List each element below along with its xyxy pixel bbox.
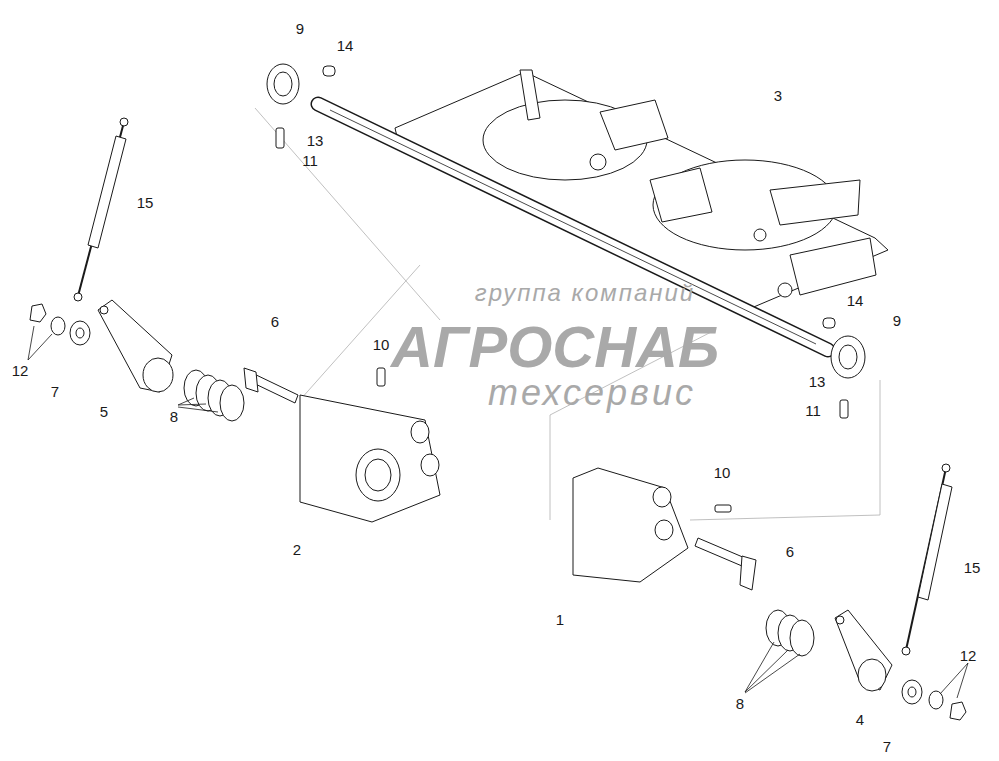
callout-number: 2 [293, 542, 301, 557]
callout-number: 6 [786, 544, 794, 559]
leader-lines [28, 326, 968, 698]
callout-number: 13 [809, 374, 826, 389]
callout-number: 12 [960, 648, 977, 663]
callout-number: 8 [170, 409, 178, 424]
gas-struts [74, 118, 952, 655]
watermark-text: группа компаний [475, 281, 695, 305]
callout-number: 7 [51, 384, 59, 399]
callout-number: 4 [856, 712, 864, 727]
watermark-text: АГРОСНАБ [391, 318, 719, 376]
callout-number: 3 [774, 88, 782, 103]
callout-number: 15 [964, 560, 981, 575]
callout-number: 11 [302, 153, 318, 168]
callout-number: 15 [137, 195, 154, 210]
watermark-text: техсервис [488, 375, 696, 411]
callout-number: 14 [337, 38, 354, 53]
levers [98, 300, 892, 691]
callout-number: 1 [556, 612, 564, 627]
callout-number: 13 [307, 133, 324, 148]
callout-number: 14 [847, 293, 864, 308]
callout-number: 9 [893, 313, 901, 328]
callout-number: 11 [805, 403, 821, 418]
callout-number: 8 [736, 696, 744, 711]
callout-number: 6 [271, 314, 279, 329]
callout-number: 7 [883, 739, 891, 754]
plates [300, 395, 688, 582]
nuts-washers [30, 304, 966, 720]
callout-number: 10 [714, 465, 731, 480]
callout-number: 12 [12, 363, 29, 378]
shaft [318, 104, 828, 350]
frame-body [395, 70, 888, 312]
callout-number: 9 [296, 21, 304, 36]
pins-springs [184, 368, 814, 656]
callout-number: 5 [100, 404, 108, 419]
callout-number: 10 [373, 337, 390, 352]
